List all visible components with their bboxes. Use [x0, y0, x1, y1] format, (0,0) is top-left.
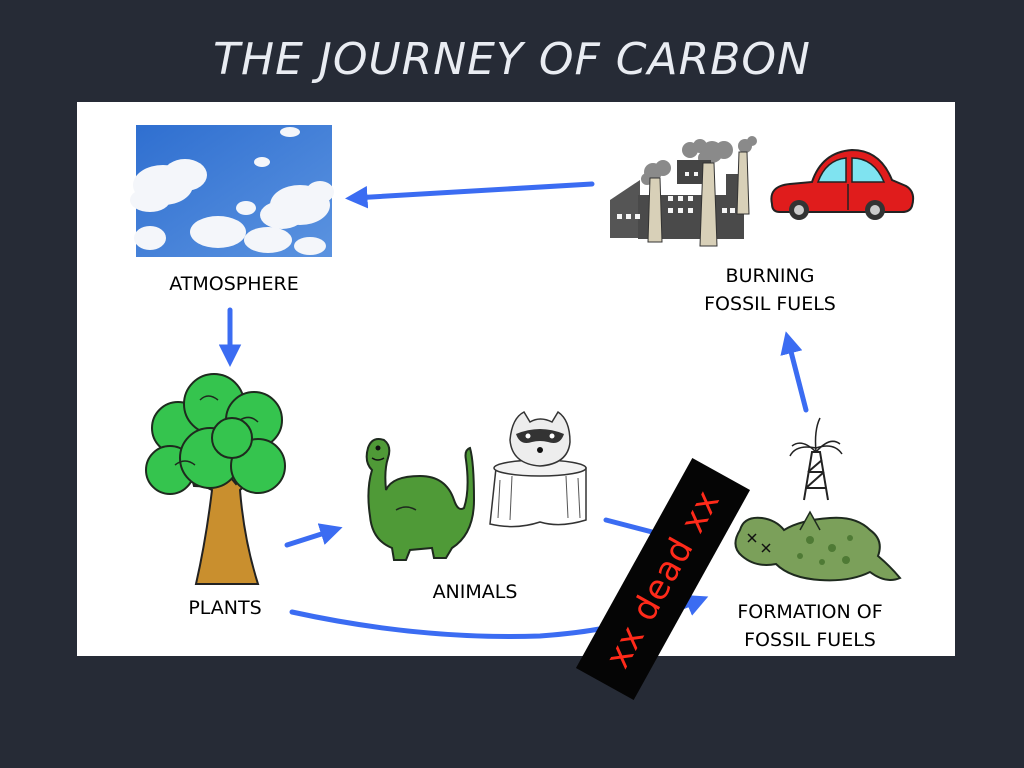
arrow-plants-to-animals: [284, 523, 343, 548]
oil-derrick-icon: [789, 417, 843, 501]
label-plants: PLANTS: [188, 597, 262, 619]
label-formation-of-fossil-fuels: FORMATION OF FOSSIL FUELS: [700, 598, 920, 654]
label-burning-line1: BURNING: [725, 265, 815, 287]
factory-icon: [610, 136, 757, 247]
label-burning-fossil-fuels: BURNING FOSSIL FUELS: [660, 262, 880, 318]
tree-icon: [145, 373, 286, 585]
label-formation-line2: FOSSIL FUELS: [744, 629, 876, 651]
label-burning-line2: FOSSIL FUELS: [704, 293, 836, 315]
label-formation-line1: FORMATION OF: [737, 601, 883, 623]
sky-clouds-image: [130, 125, 334, 257]
car-icon: [770, 148, 915, 220]
arrow-formation-to-burning: [780, 331, 809, 413]
label-animals: ANIMALS: [432, 581, 518, 603]
raccoon-icon: [489, 410, 587, 528]
arrow-burning-to-atmosphere: [345, 181, 595, 209]
dead-dinosaur-icon: [734, 510, 902, 582]
dinosaur-icon: [365, 438, 476, 561]
slide-title: THE JOURNEY OF CARBON: [213, 34, 811, 85]
label-atmosphere: ATMOSPHERE: [169, 273, 299, 295]
